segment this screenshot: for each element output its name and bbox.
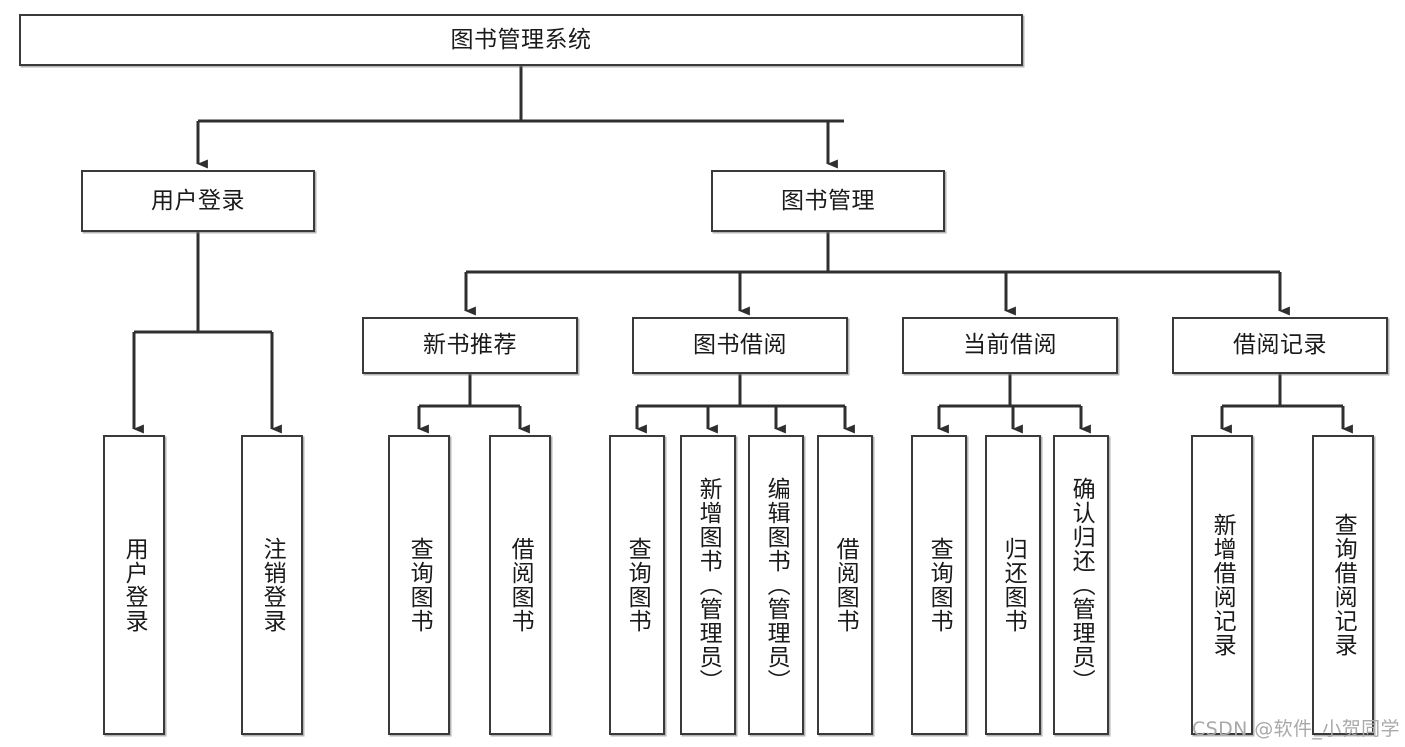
node-leaf-query-book-recommend-label: 查询图书 — [406, 537, 433, 633]
node-new-book-recommend-label: 新书推荐 — [423, 332, 517, 359]
node-leaf-borrow-book-recommend-label: 借阅图书 — [507, 537, 534, 633]
node-user-login[interactable]: 用户登录 — [81, 170, 315, 232]
node-leaf-confirm-return-admin-label: 确认归还（管理员） — [1068, 477, 1095, 693]
node-leaf-edit-book-admin-label: 编辑图书（管理员） — [763, 477, 790, 693]
node-leaf-query-book-borrow-label: 查询图书 — [624, 537, 651, 633]
node-borrow-record-label: 借阅记录 — [1233, 332, 1327, 359]
node-leaf-query-book-current-label: 查询图书 — [926, 537, 953, 633]
node-user-login-label: 用户登录 — [151, 187, 245, 214]
node-leaf-return-book[interactable]: 归还图书 — [985, 435, 1041, 735]
node-leaf-return-book-label: 归还图书 — [1000, 537, 1027, 633]
node-leaf-user-login[interactable]: 用户登录 — [103, 435, 165, 735]
node-leaf-logout[interactable]: 注销登录 — [241, 435, 303, 735]
node-leaf-borrow-book-label: 借阅图书 — [832, 537, 859, 633]
node-current-borrow[interactable]: 当前借阅 — [902, 317, 1118, 374]
node-leaf-query-borrow-record[interactable]: 查询借阅记录 — [1312, 435, 1374, 735]
node-book-borrow[interactable]: 图书借阅 — [632, 317, 848, 374]
node-leaf-borrow-book-recommend[interactable]: 借阅图书 — [489, 435, 551, 735]
node-leaf-add-book-admin[interactable]: 新增图书（管理员） — [680, 435, 736, 735]
node-new-book-recommend[interactable]: 新书推荐 — [362, 317, 578, 374]
node-leaf-query-book-borrow[interactable]: 查询图书 — [609, 435, 665, 735]
node-leaf-confirm-return-admin[interactable]: 确认归还（管理员） — [1053, 435, 1109, 735]
node-root-label: 图书管理系统 — [450, 26, 592, 53]
node-root[interactable]: 图书管理系统 — [19, 14, 1023, 66]
node-book-borrow-label: 图书借阅 — [693, 332, 787, 359]
node-borrow-record[interactable]: 借阅记录 — [1172, 317, 1388, 374]
node-book-management[interactable]: 图书管理 — [711, 170, 945, 232]
node-leaf-query-book-recommend[interactable]: 查询图书 — [388, 435, 450, 735]
node-leaf-add-borrow-record[interactable]: 新增借阅记录 — [1191, 435, 1253, 735]
node-leaf-query-borrow-record-label: 查询借阅记录 — [1330, 513, 1357, 657]
node-book-management-label: 图书管理 — [781, 187, 875, 214]
node-leaf-edit-book-admin[interactable]: 编辑图书（管理员） — [748, 435, 804, 735]
node-leaf-borrow-book[interactable]: 借阅图书 — [817, 435, 873, 735]
node-leaf-user-login-label: 用户登录 — [121, 537, 148, 633]
node-leaf-query-book-current[interactable]: 查询图书 — [911, 435, 967, 735]
node-leaf-add-book-admin-label: 新增图书（管理员） — [695, 477, 722, 693]
node-leaf-add-borrow-record-label: 新增借阅记录 — [1209, 513, 1236, 657]
node-current-borrow-label: 当前借阅 — [963, 332, 1057, 359]
csdn-watermark: CSDN @软件_小贺同学 — [1192, 718, 1400, 740]
node-leaf-logout-label: 注销登录 — [259, 537, 286, 633]
